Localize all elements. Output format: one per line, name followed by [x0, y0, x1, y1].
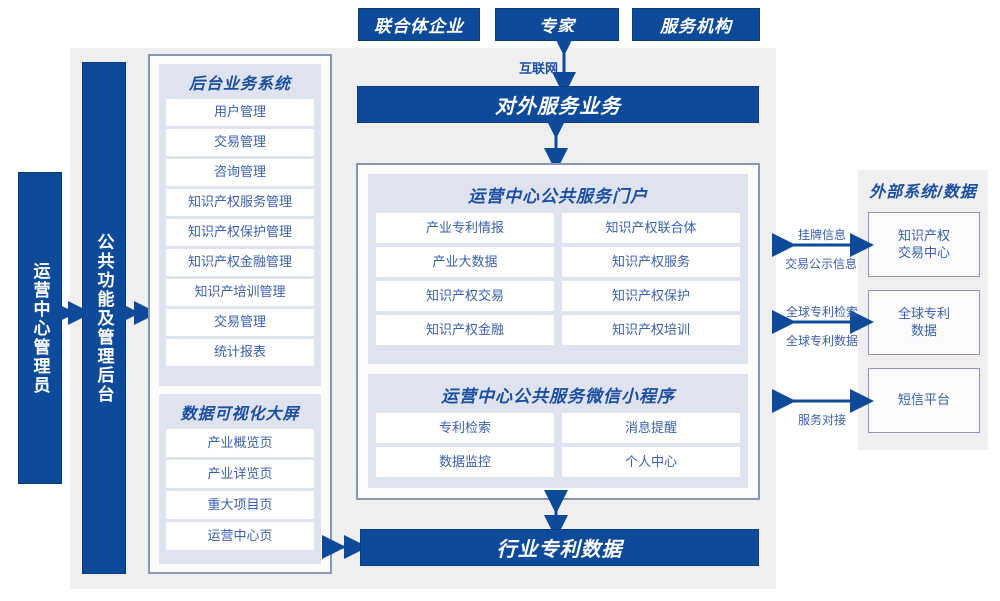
miniapp-item-label: 数据监控: [438, 453, 491, 469]
portal-item[interactable]: 知识产权交易: [376, 281, 554, 311]
miniapp-item-label: 消息提醒: [624, 419, 677, 435]
backend-item[interactable]: 知识产权服务管理: [166, 189, 314, 216]
visualization-item[interactable]: 产业详览页: [166, 460, 314, 488]
external-title: 外部系统/数据: [858, 178, 988, 202]
connector-label-above-1: 挂牌信息: [772, 226, 872, 243]
backend-item-label: 知识产培训管理: [194, 284, 286, 300]
backend-item[interactable]: 咨询管理: [166, 159, 314, 186]
portal-item-label: 知识产权联合体: [605, 219, 697, 235]
external-box-ip-exchange[interactable]: 知识产权 交易中心: [868, 212, 980, 277]
miniapp-item-label: 个人中心: [624, 453, 677, 469]
visualization-item[interactable]: 运营中心页: [166, 522, 314, 550]
actor-label: 专家: [539, 17, 575, 36]
portal-item[interactable]: 产业专利情报: [376, 213, 554, 243]
connector-label-text: 挂牌信息: [797, 228, 846, 242]
backend-group: 后台业务系统 用户管理 交易管理 咨询管理 知识产权服务管理 知识产权保护管理 …: [159, 64, 321, 386]
portal-item-label: 知识产权交易: [425, 287, 504, 303]
connector-label-above-2: 全球专利检索: [768, 303, 876, 320]
portal-item[interactable]: 知识产权服务: [562, 247, 740, 277]
miniapp-title: 运营中心公共服务微信小程序: [368, 374, 748, 413]
external-box-line1: 全球专利: [897, 305, 950, 321]
actor-label: 联合体企业: [374, 17, 464, 36]
backend-item[interactable]: 知识产权保护管理: [166, 219, 314, 246]
portal-item[interactable]: 产业大数据: [376, 247, 554, 277]
backend-item-label: 交易管理: [213, 134, 266, 150]
backend-item-label: 知识产权保护管理: [187, 224, 292, 240]
visualization-item[interactable]: 产业概览页: [166, 429, 314, 457]
external-title-text: 外部系统/数据: [869, 184, 977, 201]
connector-label-below-2: 全球专利数据: [768, 332, 876, 349]
backend-item[interactable]: 交易管理: [166, 129, 314, 156]
left-bar-operator[interactable]: 运营中心管理员: [18, 172, 62, 484]
backend-title-text: 后台业务系统: [188, 76, 291, 93]
miniapp-title-text: 运营中心公共服务微信小程序: [441, 387, 675, 406]
miniapp-item[interactable]: 个人中心: [562, 447, 740, 477]
visualization-group: 数据可视化大屏 产业概览页 产业详览页 重大项目页 运营中心页: [159, 394, 321, 564]
visualization-item-label: 产业概览页: [207, 434, 273, 450]
portal-item-label: 知识产权保护: [611, 287, 690, 303]
backend-item[interactable]: 知识产培训管理: [166, 279, 314, 306]
connector-label-below-3: 服务对接: [772, 411, 872, 428]
backend-item[interactable]: 知识产权金融管理: [166, 249, 314, 276]
portal-title-text: 运营中心公共服务门户: [468, 187, 648, 206]
external-box-line1: 知识产权: [897, 227, 950, 243]
backend-item[interactable]: 用户管理: [166, 99, 314, 126]
backend-title: 后台业务系统: [159, 64, 321, 99]
bottom-data-bar-label: 行业专利数据: [496, 539, 623, 561]
backend-item-label: 知识产权金融管理: [187, 254, 292, 270]
internet-label: 互联网: [492, 58, 558, 77]
portal-item-label: 知识产权金融: [425, 321, 504, 337]
backend-item[interactable]: 统计报表: [166, 339, 314, 366]
backend-item-label: 交易管理: [213, 314, 266, 330]
portal-item[interactable]: 知识产权保护: [562, 281, 740, 311]
portal-title: 运营中心公共服务门户: [368, 174, 748, 213]
portal-item[interactable]: 知识产权联合体: [562, 213, 740, 243]
backend-item[interactable]: 交易管理: [166, 309, 314, 336]
connector-label-text: 全球专利数据: [785, 334, 858, 348]
portal-item-label: 知识产权培训: [611, 321, 690, 337]
actor-label: 服务机构: [660, 17, 732, 36]
left-bar-common-functions-label: 公共功能及管理后台: [94, 232, 114, 404]
backend-item-label: 知识产权服务管理: [187, 194, 292, 210]
external-service-bar-label: 对外服务业务: [495, 96, 621, 118]
portal-item[interactable]: 知识产权金融: [376, 315, 554, 345]
connector-label-text: 全球专利检索: [785, 305, 858, 319]
connector-label-text: 服务对接: [797, 413, 846, 427]
connector-label-below-1: 交易公示信息: [766, 255, 876, 272]
connector-label-text: 交易公示信息: [784, 257, 857, 271]
visualization-item-label: 运营中心页: [207, 527, 273, 543]
bottom-data-bar[interactable]: 行业专利数据: [360, 529, 759, 566]
backend-item-label: 用户管理: [213, 104, 266, 120]
backend-item-label: 统计报表: [213, 344, 266, 360]
portal-item-label: 产业大数据: [432, 253, 498, 269]
miniapp-item[interactable]: 专利检索: [376, 413, 554, 443]
visualization-title: 数据可视化大屏: [159, 394, 321, 429]
external-box-line2: 交易中心: [897, 244, 950, 260]
portal-item-label: 产业专利情报: [425, 219, 504, 235]
miniapp-item[interactable]: 数据监控: [376, 447, 554, 477]
miniapp-item-label: 专利检索: [438, 419, 491, 435]
external-box-line2: 数据: [910, 322, 937, 338]
visualization-item-label: 产业详览页: [207, 465, 273, 481]
visualization-title-text: 数据可视化大屏: [180, 406, 300, 423]
portal-group: 运营中心公共服务门户 产业专利情报 知识产权联合体 产业大数据 知识产权服务 知…: [368, 174, 748, 364]
external-box-line1: 短信平台: [897, 392, 950, 408]
backend-item-label: 咨询管理: [213, 164, 266, 180]
portal-item[interactable]: 知识产权培训: [562, 315, 740, 345]
actor-box-3[interactable]: 服务机构: [632, 8, 760, 41]
portal-item-label: 知识产权服务: [611, 253, 690, 269]
miniapp-group: 运营中心公共服务微信小程序 专利检索 消息提醒 数据监控 个人中心: [368, 374, 748, 488]
visualization-item[interactable]: 重大项目页: [166, 491, 314, 519]
external-box-sms-platform[interactable]: 短信平台: [868, 368, 980, 433]
internet-label-text: 互联网: [518, 61, 558, 76]
actor-box-1[interactable]: 联合体企业: [358, 8, 480, 41]
miniapp-item[interactable]: 消息提醒: [562, 413, 740, 443]
visualization-item-label: 重大项目页: [207, 496, 273, 512]
left-bar-operator-label: 运营中心管理员: [30, 261, 50, 395]
